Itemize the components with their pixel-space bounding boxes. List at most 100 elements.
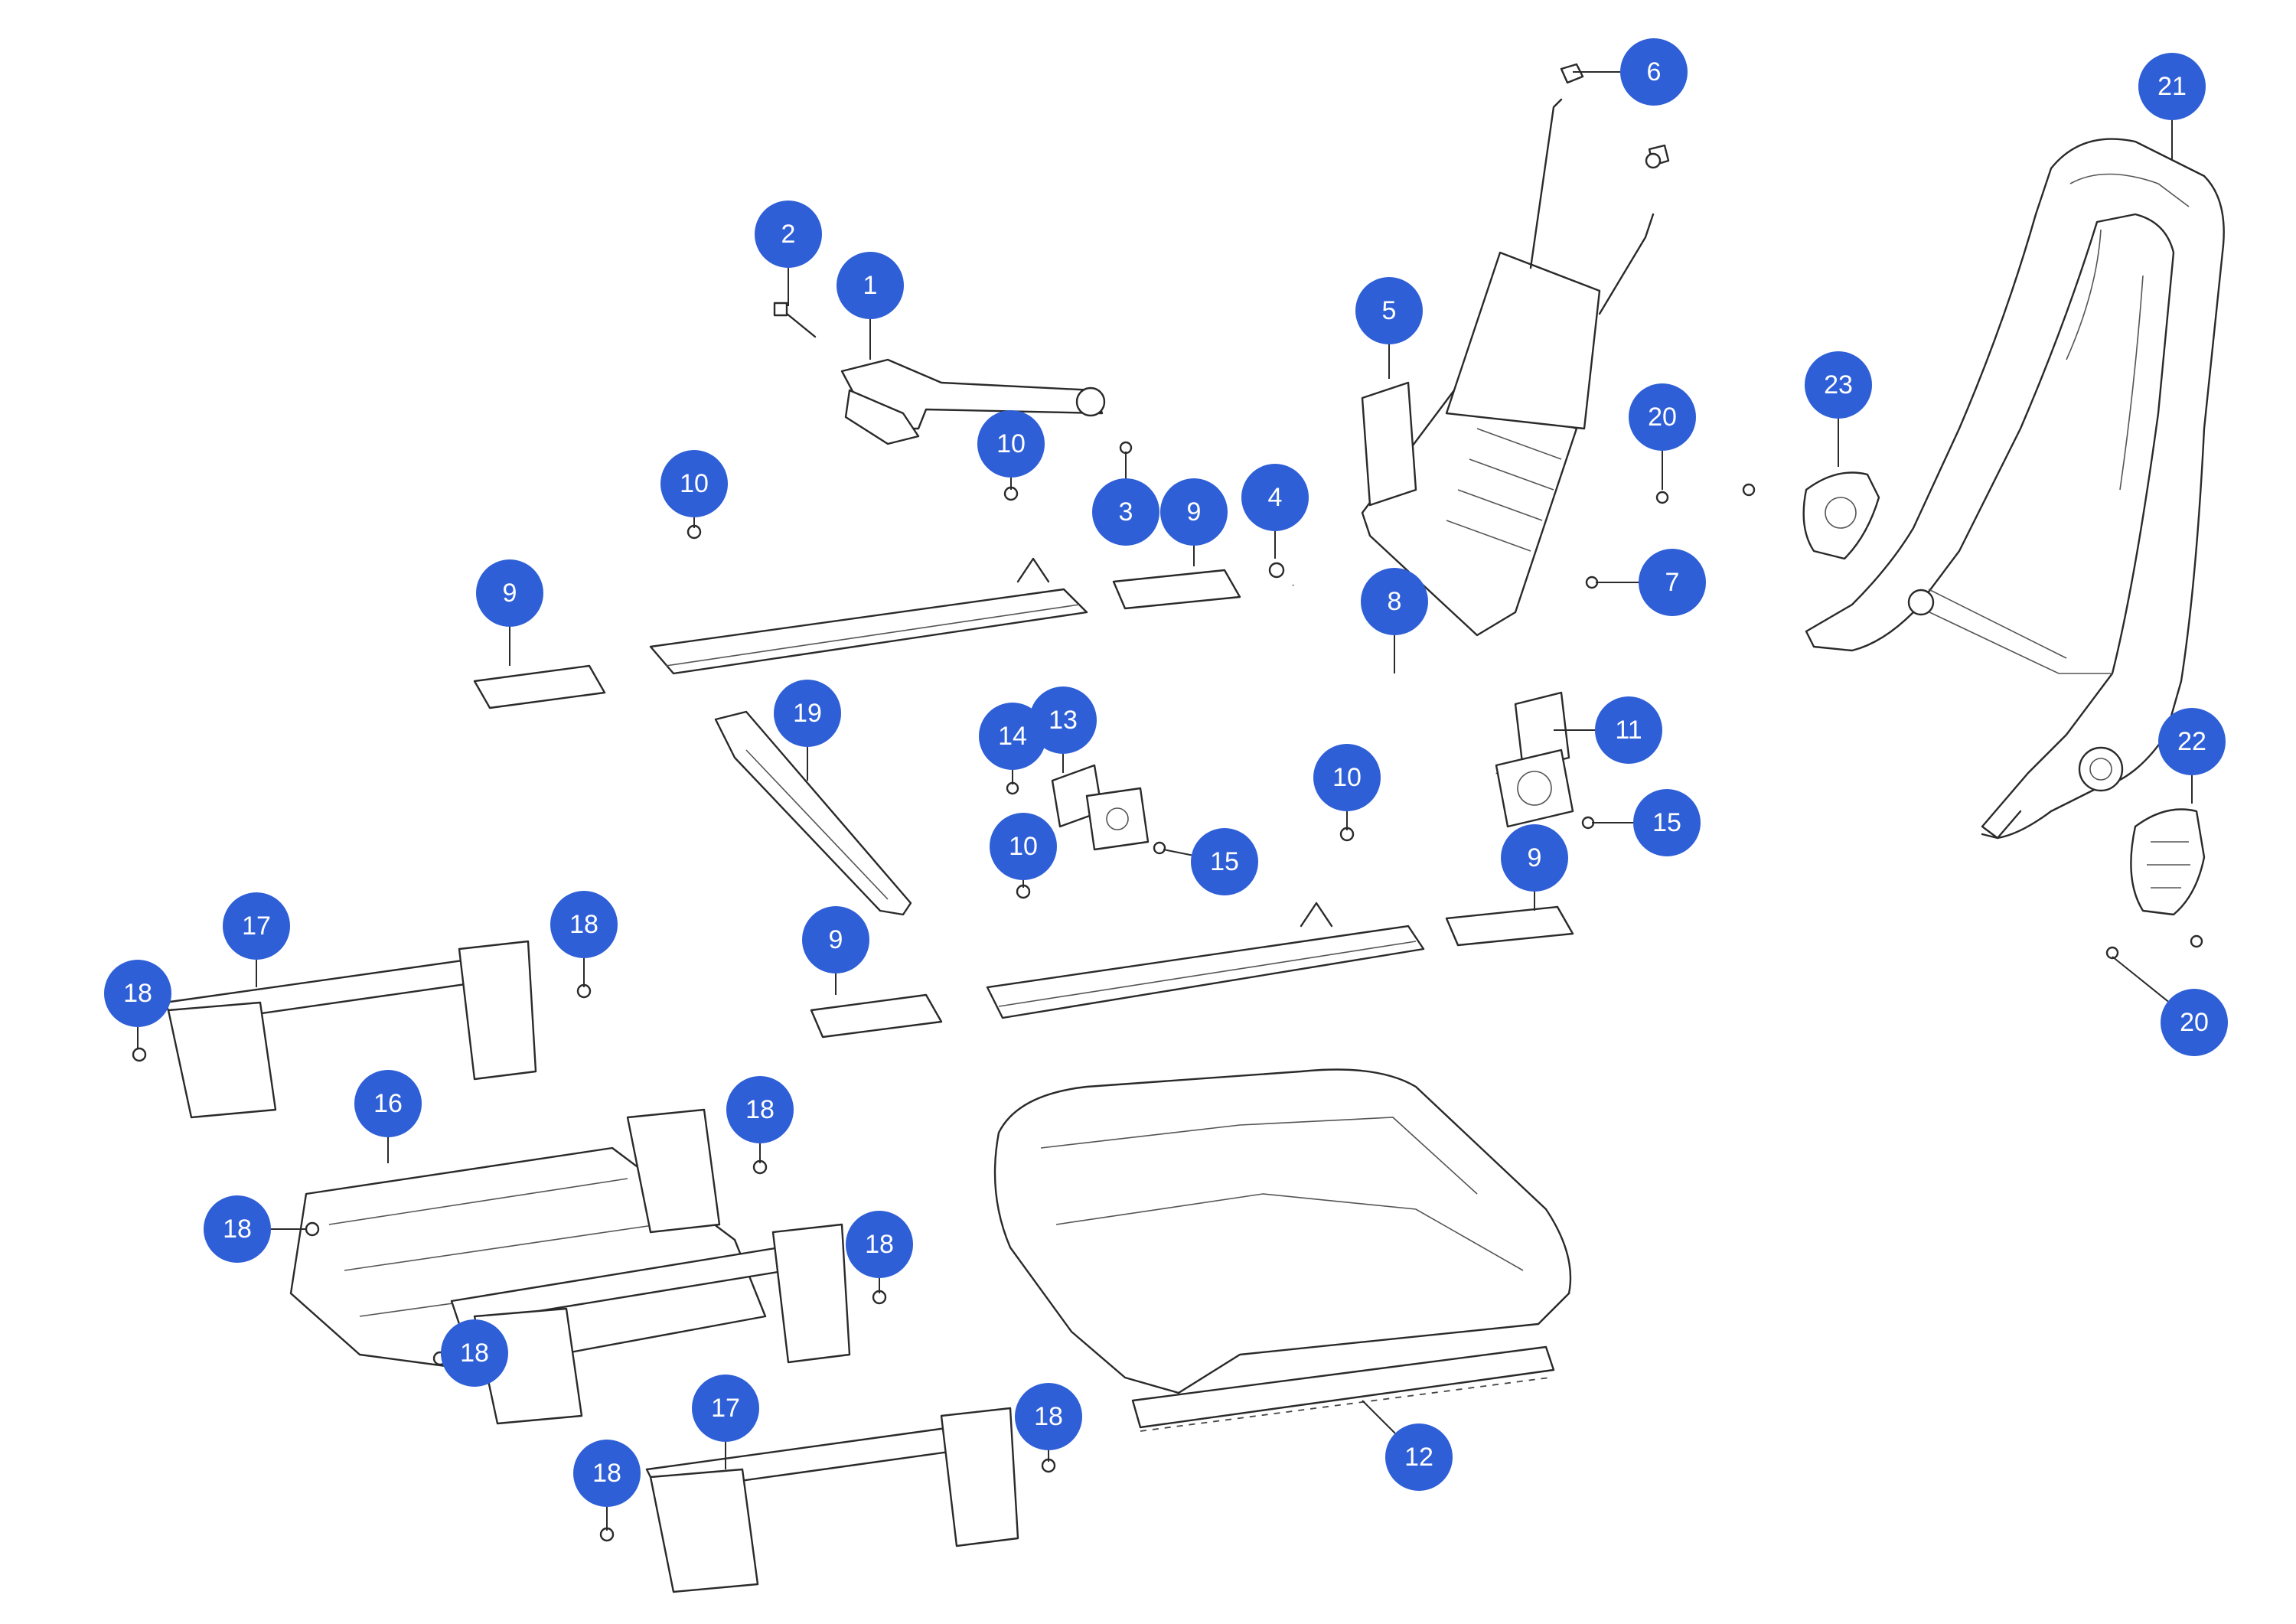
part-end-cap-1 bbox=[473, 664, 606, 709]
callout-5: 5 bbox=[1355, 277, 1423, 379]
callout-circle bbox=[354, 1070, 422, 1137]
callout-number: 6 bbox=[1647, 57, 1662, 86]
callout-18: 18 bbox=[573, 1440, 641, 1531]
callout-number: 18 bbox=[460, 1339, 489, 1368]
callout-number: 18 bbox=[865, 1230, 894, 1259]
callout-circle bbox=[573, 1440, 641, 1507]
callout-10: 10 bbox=[660, 450, 728, 528]
callout-number: 5 bbox=[1382, 296, 1397, 325]
part-recliner-cover-right bbox=[2130, 808, 2206, 916]
callout-circle bbox=[1361, 568, 1428, 635]
callout-number: 3 bbox=[1119, 497, 1133, 527]
callout-circle bbox=[104, 960, 171, 1027]
part-end-cap-4 bbox=[1445, 905, 1574, 947]
callout-number: 10 bbox=[1332, 763, 1362, 792]
callout-number: 9 bbox=[1187, 497, 1202, 527]
callout-circle bbox=[1241, 464, 1309, 531]
callout-11: 11 bbox=[1554, 696, 1662, 764]
part-bolt-2 bbox=[773, 302, 817, 338]
callout-18: 18 bbox=[204, 1195, 306, 1263]
callout-circle bbox=[1191, 828, 1258, 895]
callout-number: 17 bbox=[242, 911, 271, 941]
callout-number: 8 bbox=[1388, 587, 1402, 616]
callout-number: 13 bbox=[1049, 706, 1078, 735]
callout-circle bbox=[1595, 696, 1662, 764]
callout-circle bbox=[774, 680, 841, 747]
callout-number: 21 bbox=[2157, 72, 2187, 101]
callout-circle bbox=[990, 813, 1057, 880]
callout-circle bbox=[692, 1375, 759, 1442]
callout-number: 18 bbox=[745, 1095, 775, 1124]
callout-16: 16 bbox=[354, 1070, 422, 1163]
callout-18: 18 bbox=[550, 891, 618, 987]
callout-circle bbox=[1092, 478, 1159, 546]
part-center-base bbox=[289, 1108, 767, 1371]
callout-circle bbox=[204, 1195, 271, 1263]
callout-number: 9 bbox=[1528, 843, 1542, 872]
callout-10: 10 bbox=[977, 410, 1045, 490]
callout-number: 10 bbox=[1009, 832, 1038, 861]
callout-circle bbox=[977, 410, 1045, 478]
callout-circle bbox=[979, 703, 1046, 770]
fasteners bbox=[132, 152, 2203, 1542]
callout-circle bbox=[1633, 789, 1701, 856]
callout-circle bbox=[2158, 708, 2226, 775]
part-tilt-motor bbox=[1495, 691, 1574, 828]
callout-circle bbox=[660, 450, 728, 517]
part-height-motor bbox=[840, 358, 1106, 445]
callout-circle bbox=[846, 1211, 913, 1278]
callout-circle bbox=[1015, 1383, 1082, 1450]
callout-19: 19 bbox=[774, 680, 841, 781]
callout-circle bbox=[837, 252, 904, 319]
part-recliner-cover-left bbox=[1802, 471, 1880, 560]
callout-circle bbox=[550, 891, 618, 958]
callout-number: 9 bbox=[503, 579, 517, 608]
callout-18: 18 bbox=[846, 1211, 913, 1293]
callout-circle bbox=[1355, 277, 1423, 344]
part-cross-member-top bbox=[163, 940, 537, 1119]
callout-22: 22 bbox=[2158, 708, 2226, 804]
callout-circle bbox=[755, 201, 822, 268]
part-lower-track bbox=[986, 902, 1425, 1019]
callout-circle bbox=[1639, 549, 1706, 616]
part-lumbar-panel bbox=[1361, 63, 1670, 637]
callout-number: 7 bbox=[1665, 568, 1680, 597]
callout-12: 12 bbox=[1362, 1400, 1453, 1491]
part-side-rail bbox=[714, 710, 912, 916]
callout-number: 15 bbox=[1652, 808, 1681, 837]
callout-18: 18 bbox=[1015, 1383, 1082, 1462]
callout-number: 16 bbox=[373, 1089, 403, 1118]
callout-1: 1 bbox=[837, 252, 904, 360]
callout-number: 10 bbox=[680, 469, 709, 498]
callout-number: 4 bbox=[1268, 483, 1283, 512]
callout-9: 9 bbox=[1501, 824, 1568, 911]
callout-circle bbox=[1620, 38, 1688, 106]
callout-number: 19 bbox=[793, 699, 822, 728]
callout-17: 17 bbox=[692, 1375, 759, 1469]
callout-circle bbox=[1313, 744, 1381, 811]
callout-circle bbox=[802, 906, 869, 973]
callout-number: 20 bbox=[1648, 403, 1677, 432]
callout-9: 9 bbox=[802, 906, 869, 995]
callout-number: 18 bbox=[592, 1459, 621, 1488]
callout-circle bbox=[441, 1319, 508, 1387]
callout-circle bbox=[1029, 686, 1097, 754]
callout-number: 1 bbox=[863, 271, 878, 300]
part-backrest-frame bbox=[1805, 138, 2225, 840]
callout-leader-line bbox=[2112, 956, 2169, 1003]
callout-6: 6 bbox=[1573, 38, 1688, 106]
callout-number: 14 bbox=[998, 722, 1027, 751]
callout-leader-line bbox=[1163, 849, 1192, 856]
callout-14: 14 bbox=[979, 703, 1046, 784]
callout-circle bbox=[1501, 824, 1568, 892]
callout-circle bbox=[1385, 1423, 1453, 1491]
callout-circle bbox=[476, 559, 543, 627]
callout-18: 18 bbox=[104, 960, 171, 1048]
callout-10: 10 bbox=[1313, 744, 1381, 830]
callout-9: 9 bbox=[476, 559, 543, 666]
part-nut bbox=[1268, 562, 1285, 579]
callout-leader-line bbox=[1362, 1400, 1396, 1434]
callout-number: 22 bbox=[2177, 727, 2206, 756]
